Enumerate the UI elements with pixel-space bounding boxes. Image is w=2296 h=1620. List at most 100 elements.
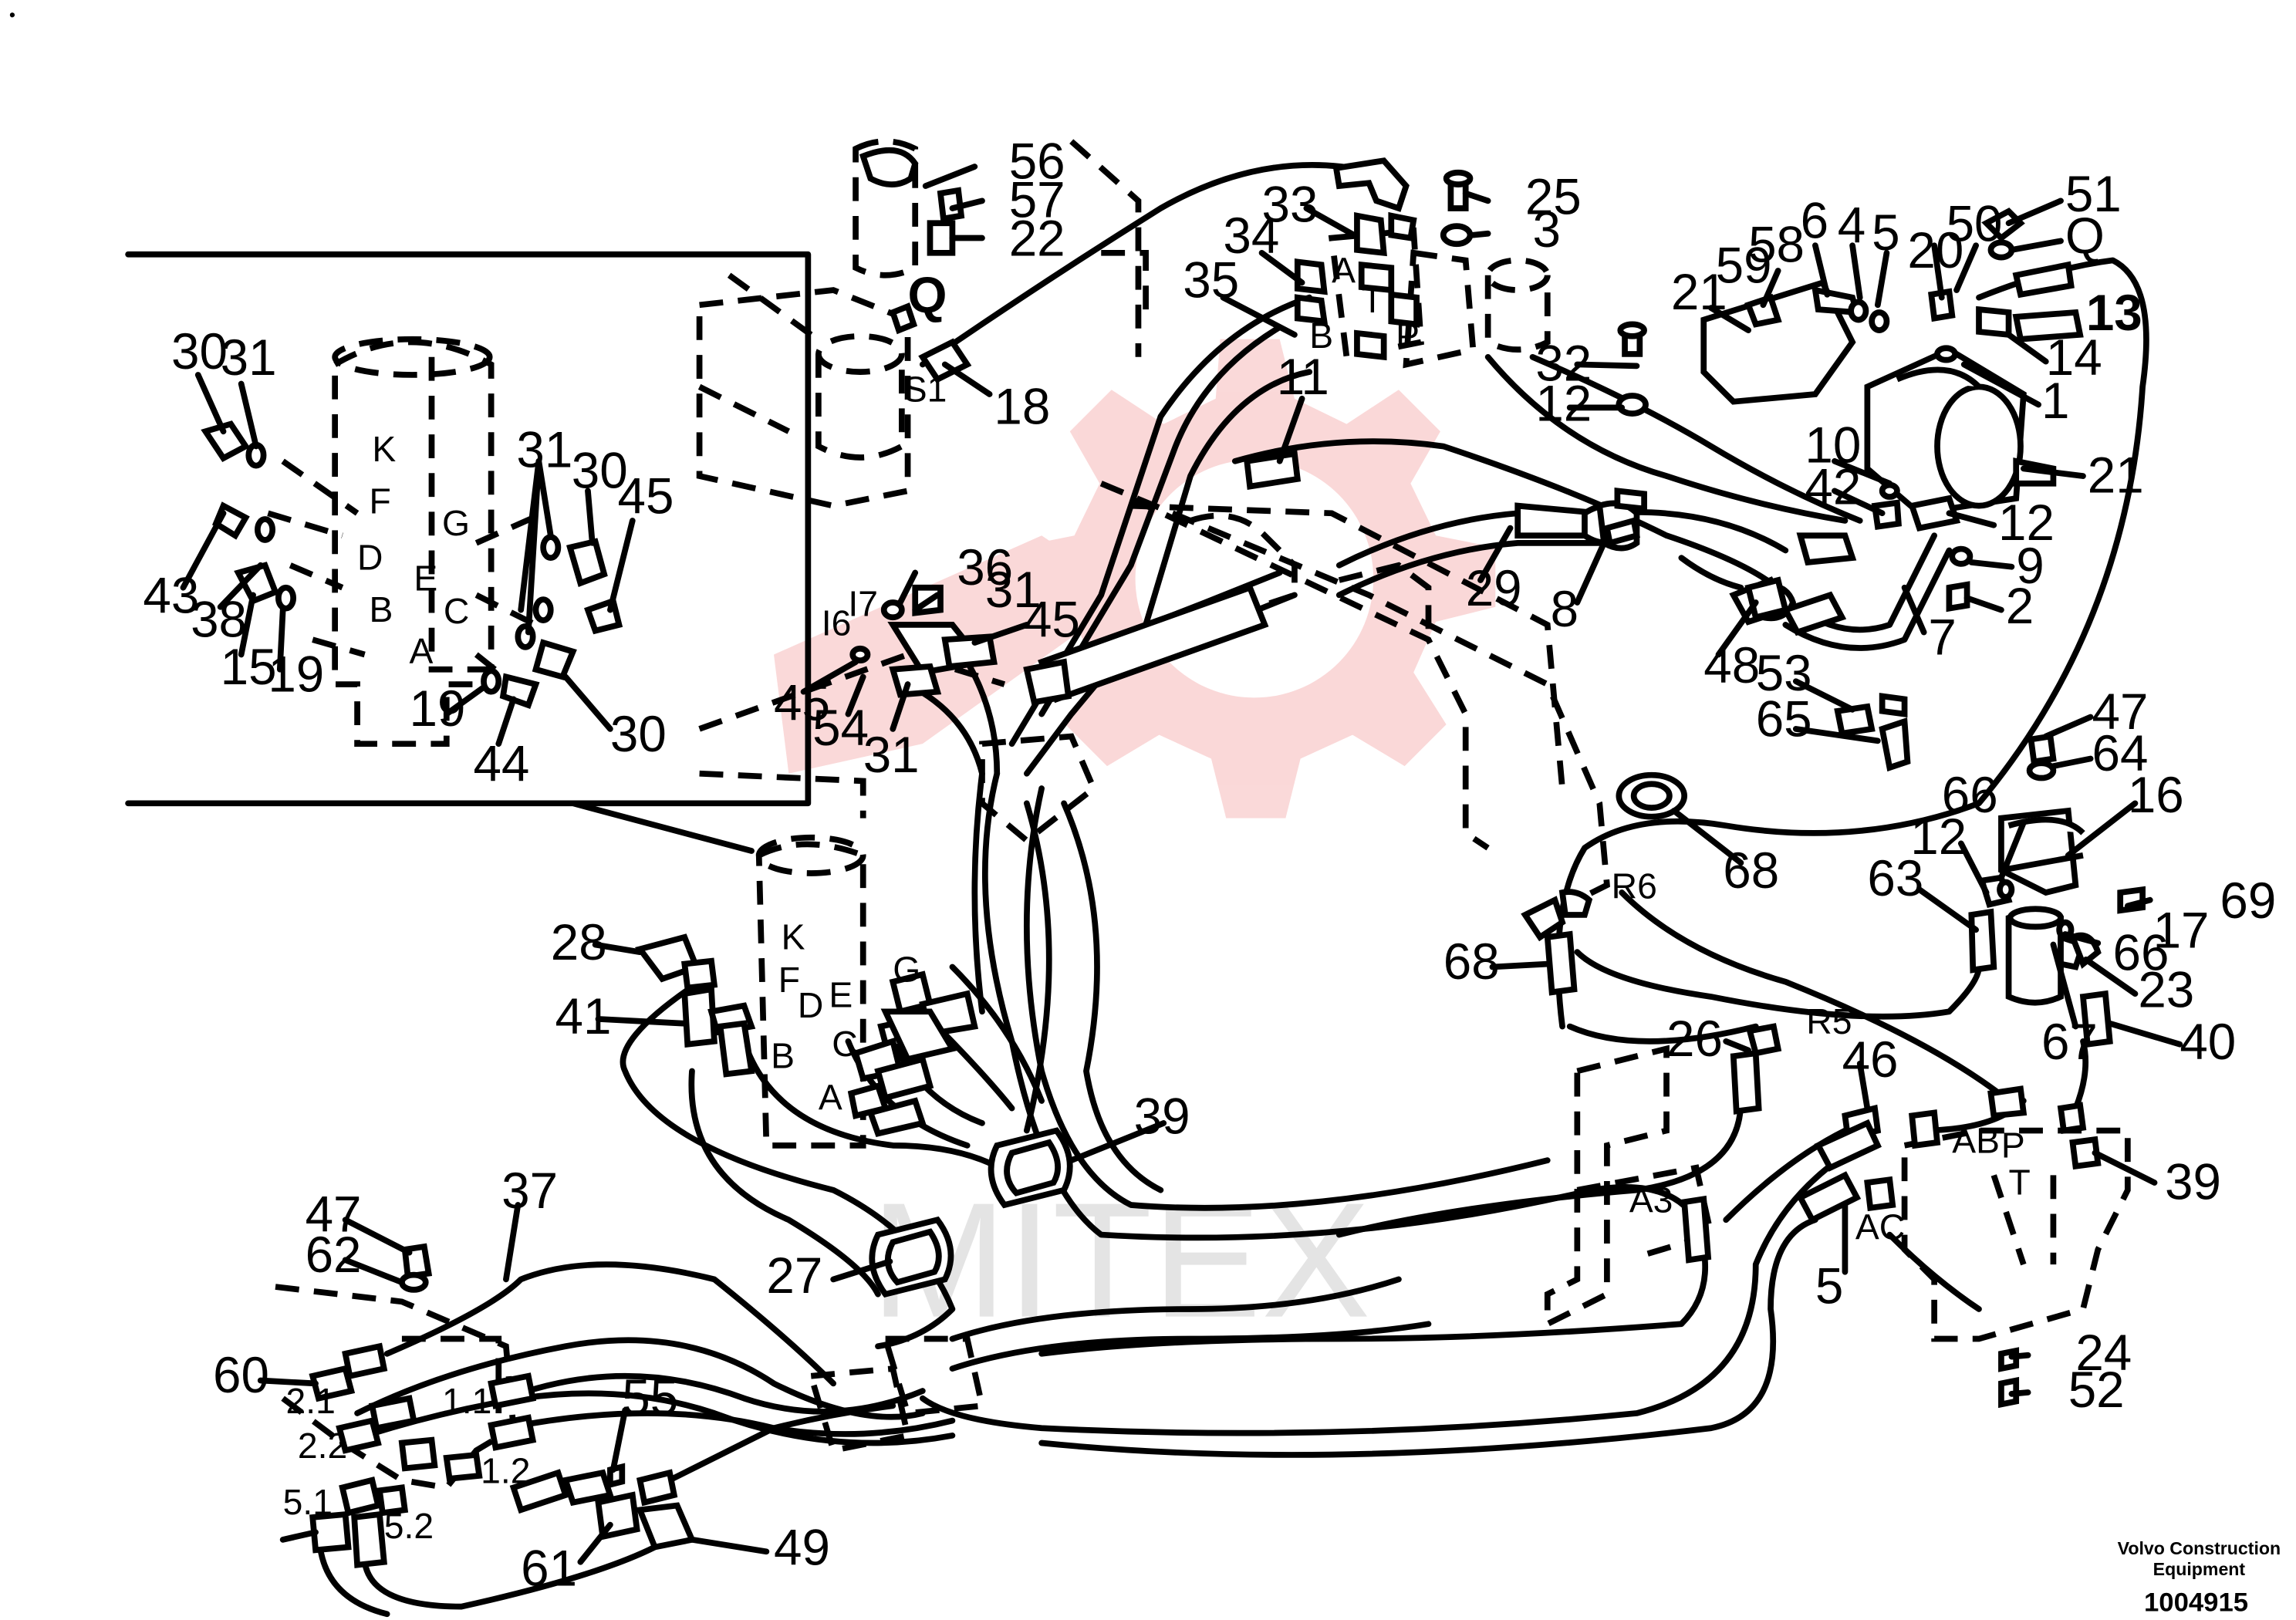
callout-40: 28	[551, 914, 607, 970]
callout-66: 12	[1910, 808, 1967, 865]
callout-66: 23	[2138, 962, 2194, 1018]
drawing-number: 1004915	[2144, 1588, 2248, 1617]
callout-63: 66	[2113, 924, 2169, 980]
inset-callouts: 30 31 43 38 15 19 31 30 45 19 30 44	[143, 323, 674, 791]
callout-10: 42	[1805, 459, 1861, 515]
port-c: C	[444, 591, 469, 631]
callout-50: 51	[2065, 166, 2122, 222]
callout-12: 9	[2016, 538, 2044, 594]
callout-43: 43	[143, 567, 199, 623]
callout-1: 21	[2088, 447, 2144, 503]
callout-37: 47	[306, 1186, 362, 1243]
callout-47: 62	[306, 1227, 362, 1283]
callout-55: 5	[1815, 1257, 1843, 1314]
callout-58: 21	[1671, 264, 1727, 320]
company-line-1: Volvo Construction	[2118, 1538, 2281, 1558]
port-1-2: 1.2	[481, 1451, 530, 1491]
leader-lines	[257, 164, 2183, 1565]
callout-16: 68	[1723, 842, 1779, 899]
callout-28: 41	[555, 988, 612, 1045]
callout-11: 11	[1277, 349, 1329, 405]
callout-68: 67	[2041, 1014, 2098, 1070]
callout-44: 44	[473, 735, 529, 791]
callout-9: 2	[2006, 578, 2034, 634]
callout-8: 29	[1466, 560, 1522, 616]
callout-42: 12	[1998, 494, 2055, 551]
callout-29: 45	[1024, 591, 1080, 647]
callout-22: 22	[1009, 211, 1065, 267]
callout-64: 16	[2128, 767, 2184, 823]
callout-32: 32	[1535, 336, 1592, 392]
callout-14: 1	[2041, 373, 2069, 429]
main-callouts: 56 57 22 Q 18 33 34 35 25 3 32 12 11 6 4…	[213, 133, 2276, 1596]
callout-19: 19	[410, 680, 466, 737]
port-p-top: P	[1396, 316, 1420, 356]
port-g: G	[893, 950, 920, 990]
port-s1: S1	[903, 370, 947, 410]
callout-23: 68	[1443, 933, 1500, 990]
callout-67: 40	[2180, 1014, 2236, 1070]
callout-31: 45	[774, 674, 830, 731]
callout-2: 7	[1928, 609, 1956, 665]
inset-leaders	[180, 372, 636, 748]
callout-45: 45	[618, 467, 674, 524]
callout-61: 49	[774, 1520, 830, 1576]
callout-53: 65	[1756, 691, 1812, 748]
port-k: K	[372, 429, 396, 469]
callout-4: 4	[1838, 197, 1866, 253]
callout-68: 66	[1942, 767, 1998, 823]
inset-swivel-joint	[267, 336, 545, 748]
port-f: F	[369, 481, 390, 521]
port-b: B	[369, 589, 393, 629]
callout-3: 3	[1532, 201, 1560, 258]
port-p-valve: P	[2001, 1125, 2025, 1165]
callout-25: 25	[1525, 169, 1582, 225]
callout-65: 47	[2092, 683, 2149, 740]
port-a: A	[819, 1078, 842, 1118]
port-2-2: 2.2	[298, 1426, 347, 1466]
callout-60: 55	[622, 1369, 678, 1426]
port-a: A	[410, 631, 434, 671]
callout-39: 39	[1134, 1088, 1190, 1144]
port-ac: AC	[1855, 1207, 1905, 1247]
callout-21: 10	[1805, 417, 1861, 474]
callout-30: 30	[572, 443, 628, 499]
port-g: G	[442, 503, 470, 543]
port-c: C	[832, 1024, 857, 1064]
callout-26: 46	[1842, 1031, 1899, 1088]
callout-31: 36	[957, 539, 1013, 596]
callout-q-right: 13	[2086, 285, 2142, 341]
callout-45: 54	[812, 700, 869, 756]
callout-13: 14	[2046, 329, 2102, 386]
callout-5: 5	[1872, 204, 1899, 261]
callout-48: 8	[1551, 581, 1578, 637]
port-t-top: T	[1362, 280, 1383, 320]
callout-18: 18	[994, 379, 1050, 435]
callout-33: 33	[1262, 176, 1319, 232]
port-2-1: 2.1	[286, 1381, 336, 1421]
callout-19: 19	[268, 646, 324, 703]
callout-46: 39	[2165, 1153, 2221, 1210]
port-f: F	[778, 960, 800, 1000]
callout-45: 31	[985, 562, 1042, 618]
port-i7: I7	[848, 583, 878, 623]
callout-15: 15	[221, 639, 277, 695]
hose-clamps	[807, 733, 1098, 1454]
inset-port-labels: K F D B G E C A	[357, 429, 470, 671]
callout-30: 30	[610, 706, 667, 762]
callout-51: Q	[2065, 208, 2105, 264]
port-k: K	[782, 916, 805, 957]
callout-5: 24	[2075, 1325, 2132, 1381]
callout-q-left: Q	[908, 267, 947, 323]
callout-36: 31	[863, 727, 920, 783]
callout-59: 58	[1748, 216, 1805, 272]
port-ab: AB	[1952, 1120, 2000, 1160]
callout-12: 69	[2220, 872, 2276, 929]
callout-35: 35	[1183, 252, 1239, 309]
port-a3: A3	[1629, 1180, 1673, 1220]
callout-47: 64	[2092, 725, 2149, 781]
port-r5: R5	[1806, 1001, 1852, 1041]
main-port-labels: S1 A B T P I6 I7 K F D E B G C A R6 R5 A…	[283, 250, 2031, 1546]
port-5-1: 5.1	[283, 1482, 333, 1522]
